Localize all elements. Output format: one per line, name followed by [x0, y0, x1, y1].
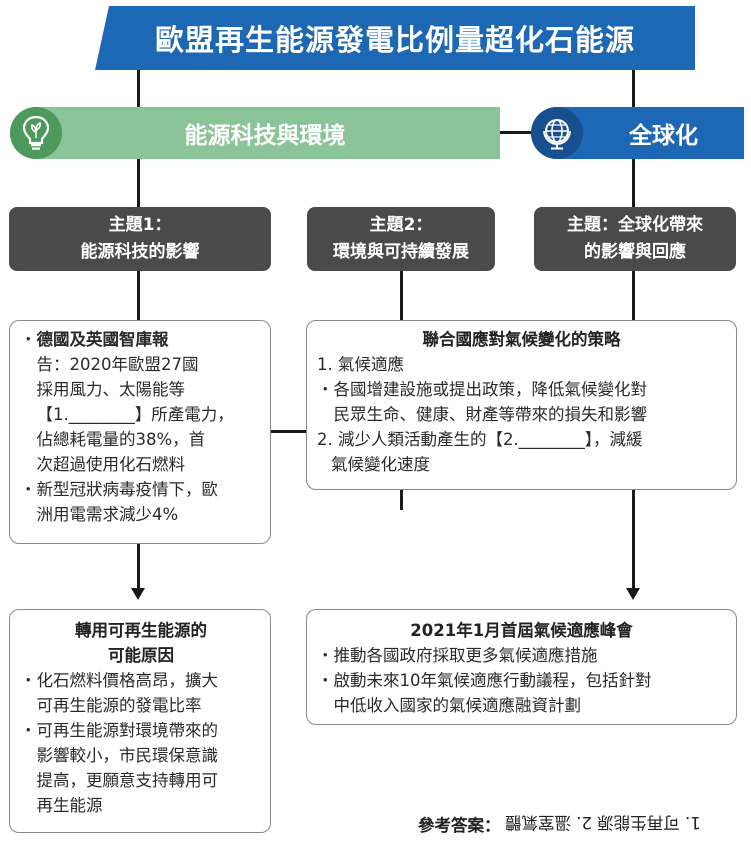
reasons-title-1: 轉用可再生能源的 [75, 621, 207, 640]
fact-line: 採用風力、太陽能等 [36, 380, 186, 399]
strategy-line: 民眾生命、健康、財產等帶來的損失和影響 [333, 405, 648, 424]
lightbulb-icon-circle [10, 107, 62, 159]
reason-line: 可再生能源對環境帶來的 [36, 721, 219, 740]
answer-text-upside-down: 1. 可再生能源 2. 溫室氣體 [505, 813, 701, 832]
fact-line: 新型冠狀病毒疫情下，歐 [36, 480, 219, 499]
reason-line: 化石燃料價格高昂，擴大 [36, 671, 219, 690]
page-title: 歐盟再生能源發電比例量超化石能源 [154, 23, 635, 57]
box-climate-summit: 2021年1月首屆氣候適應峰會 ・ 推動各國政府採取更多氣候適應措施 ・ 啟動未… [306, 609, 737, 725]
strategy-item-1: 1. 氣候適應 [317, 355, 404, 374]
fact-line: 告：2020年歐盟27國 [36, 355, 199, 374]
list-item: ・ 推動各國政府採取更多氣候適應措施 [317, 643, 726, 668]
theme-box-3: 主題：全球化帶來 的影響與回應 [534, 207, 736, 271]
theme-1-line2: 能源科技的影響 [80, 242, 200, 262]
connector-title-left [137, 70, 140, 107]
list-item: ・ 各國增建設施或提出政策，降低氣候變化對 民眾生命、健康、財產等帶來的損失和影… [317, 377, 726, 427]
connector-blue-theme3 [632, 159, 635, 207]
theme-box-1: 主題1： 能源科技的影響 [9, 207, 271, 271]
list-item: ・ 啟動未來10年氣候適應行動議程，包括針對 中低收入國家的氣候適應融資計劃 [317, 668, 726, 718]
theme-3-line1: 主題：全球化帶來 [567, 215, 703, 235]
reason-line: 再生能源 [36, 796, 103, 815]
reason-line: 可再生能源的發電比率 [36, 696, 202, 715]
globe-icon-circle [531, 107, 583, 159]
un-strategy-title: 聯合國應對氣候變化的策略 [422, 330, 621, 349]
category-energy-label: 能源科技與環境 [184, 123, 346, 149]
theme-2-line2: 環境與可持續發展 [333, 242, 469, 262]
summit-line: 推動各國政府採取更多氣候適應措施 [333, 646, 598, 665]
answer-label: 參考答案： [418, 816, 501, 835]
summit-title: 2021年1月首屆氣候適應峰會 [410, 621, 633, 640]
summit-line: 啟動未來10年氣候適應行動議程，包括針對 [333, 671, 652, 690]
connector-green-blue [500, 131, 531, 134]
box-un-strategy: 聯合國應對氣候變化的策略 1. 氣候適應 ・ 各國增建設施或提出政策，降低氣候變… [306, 320, 737, 490]
title-banner: 歐盟再生能源發電比例量超化石能源 [95, 6, 695, 70]
reason-line: 提高，更願意支持轉用可 [36, 771, 219, 790]
theme-box-2: 主題2： 環境與可持續發展 [307, 207, 495, 271]
category-energy: 能源科技與環境 [10, 107, 500, 159]
reasons-title-2: 可能原因 [108, 646, 174, 665]
arrow-down-left [131, 588, 145, 600]
list-item: ・ 德國及英國智庫報 告：2020年歐盟27國 採用風力、太陽能等 【1.___… [20, 327, 262, 477]
connector-boxes-horizontal [271, 430, 306, 433]
box-energy-facts: ・ 德國及英國智庫報 告：2020年歐盟27國 採用風力、太陽能等 【1.___… [9, 320, 271, 544]
connector-theme2-box [400, 271, 403, 321]
strategy-item-2: 2. 減少人類活動產生的【2.________】，減緩 [317, 430, 643, 449]
summit-line: 中低收入國家的氣候適應融資計劃 [333, 696, 582, 715]
list-item: ・ 可再生能源對環境帶來的 影響較小，市民環保意識 提高，更願意支持轉用可 再生… [20, 718, 262, 818]
connector-title-right [632, 70, 635, 107]
fact-line: 次超過使用化石燃料 [36, 455, 186, 474]
lightbulb-icon [22, 115, 50, 150]
fact-line: 德國及英國智庫報 [36, 330, 169, 349]
list-item: ・ 新型冠狀病毒疫情下，歐 洲用電需求減少4% [20, 477, 262, 527]
theme-2-line1: 主題2： [369, 215, 433, 235]
reason-line: 影響較小，市民環保意識 [36, 746, 219, 765]
fact-line: 【1.________】所產電力， [36, 405, 234, 424]
list-item: ・ 化石燃料價格高昂，擴大 可再生能源的發電比率 [20, 668, 262, 718]
connector-middle-down [400, 490, 403, 510]
globe-icon [543, 119, 571, 150]
fact-line: 洲用電需求減少4% [36, 505, 179, 524]
fact-line: 佔總耗電量的38%，首 [36, 430, 206, 449]
theme-3-line2: 的影響與回應 [584, 242, 686, 262]
box-renewable-reasons: 轉用可再生能源的 可能原因 ・ 化石燃料價格高昂，擴大 可再生能源的發電比率 ・… [9, 609, 271, 833]
category-global: 全球化 [531, 107, 744, 159]
connector-theme1-box [137, 271, 140, 321]
connector-green-theme1 [137, 159, 140, 207]
strategy-line: 各國增建設施或提出政策，降低氣候變化對 [333, 380, 648, 399]
category-global-label: 全球化 [629, 123, 698, 149]
theme-1-line1: 主題1： [108, 215, 172, 235]
connector-left-down [137, 543, 140, 589]
strategy-item-2-cont: 氣候變化速度 [331, 455, 430, 474]
arrow-down-right [626, 588, 640, 600]
